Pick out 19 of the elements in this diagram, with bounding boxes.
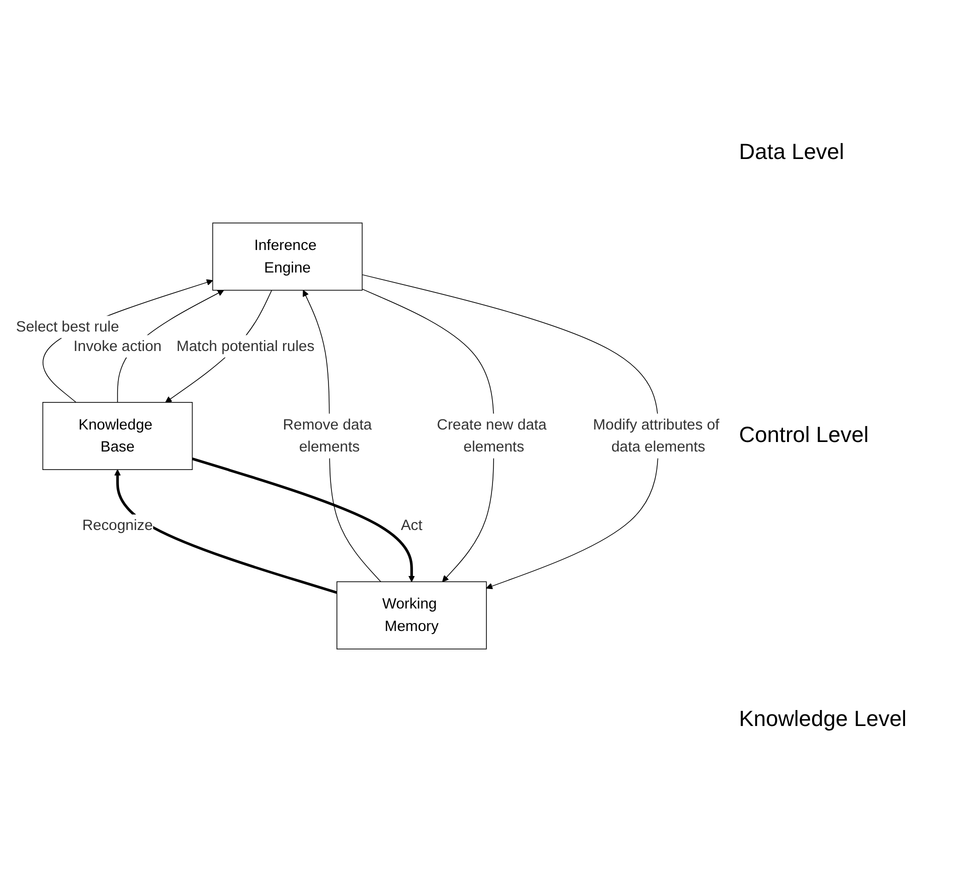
edge-label: Modify attributes of data elements (593, 416, 720, 455)
edge-label: Invoke action (73, 338, 162, 354)
arrow (192, 457, 415, 582)
edge-label: Act (400, 516, 422, 534)
arrow (362, 274, 659, 589)
edge-label: Create new data elements (436, 416, 547, 455)
level-label: Control Level (739, 422, 870, 448)
node-box: Working Memory (336, 580, 487, 649)
level-label: Data Level (739, 138, 846, 165)
edge-label: Remove data elements (282, 416, 372, 455)
arrow (362, 288, 494, 582)
edge-label: Recognize (82, 516, 153, 534)
arrow (42, 278, 213, 402)
arrow (114, 468, 338, 594)
level-label: Knowledge Level (739, 706, 908, 732)
edge-label: Select best rule (16, 318, 120, 335)
node-box: Inference Engine (212, 222, 363, 290)
node-box: Knowledge Base (42, 401, 193, 470)
edge-label: Match potential rules (176, 338, 314, 354)
